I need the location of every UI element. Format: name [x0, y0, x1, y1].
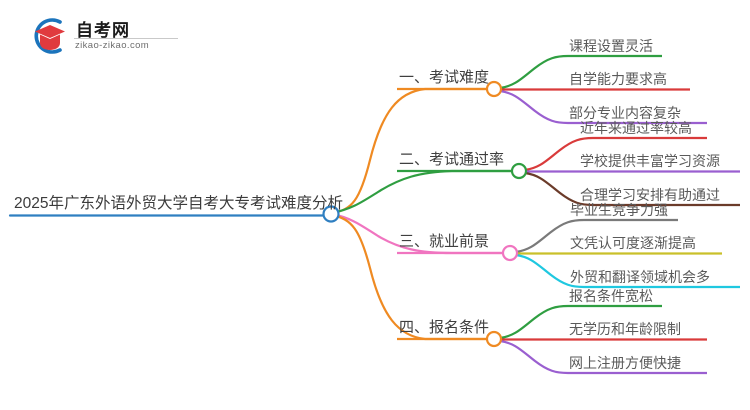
root-node-label[interactable]: 2025年广东外语外贸大学自考大专考试难度分析 [14, 195, 343, 212]
leaf-node-label-3-1[interactable]: 毕业生竞争力强 [570, 202, 668, 218]
connector-leaf-3-1 [515, 218, 678, 254]
leaf-node-label-4-1[interactable]: 报名条件宽松 [569, 288, 653, 304]
root-node-circle[interactable] [322, 205, 340, 223]
leaf-node-label-4-2[interactable]: 无学历和年龄限制 [569, 321, 681, 337]
leaf-node-label-2-3[interactable]: 合理学习安排有助通过 [580, 187, 720, 203]
leaf-node-label-2-1[interactable]: 近年来通过率较高 [580, 120, 692, 136]
connector-leaf-2-3 [524, 171, 740, 207]
site-logo[interactable]: 自考网 zikao-zikao.com [28, 12, 178, 60]
branch-node-label-4[interactable]: 四、报名条件 [399, 319, 490, 336]
connector-branch-2 [331, 169, 512, 215]
branch-node-label-2[interactable]: 二、考试通过率 [399, 151, 505, 168]
branch-4-node-circle[interactable] [485, 330, 503, 348]
connector-leaf-4-1 [499, 304, 662, 340]
branch-2-node-circle[interactable] [510, 162, 528, 180]
connector-leaf-3-3 [515, 253, 740, 289]
leaf-node-label-2-2[interactable]: 学校提供丰富学习资源 [580, 153, 720, 169]
branch-node-label-3[interactable]: 三、就业前景 [399, 233, 490, 250]
connector-branch-1 [331, 87, 487, 215]
leaf-node-label-1-3[interactable]: 部分专业内容复杂 [569, 105, 681, 121]
connector-leaf-1-1 [499, 54, 662, 90]
leaf-node-label-3-3[interactable]: 外贸和翻译领域机会多 [570, 269, 710, 285]
leaf-node-label-4-3[interactable]: 网上注册方便快捷 [569, 355, 681, 371]
branch-3-node-circle[interactable] [501, 244, 519, 262]
graduation-cap-icon [34, 18, 65, 54]
connector-branch-4 [331, 213, 487, 341]
leaf-node-label-1-2[interactable]: 自学能力要求高 [569, 71, 667, 87]
logo-divider [74, 38, 178, 39]
connector-leaf-2-1 [524, 136, 707, 172]
branch-1-node-circle[interactable] [485, 80, 503, 98]
logo-name-cn: 自考网 [76, 21, 130, 40]
logo-url: zikao-zikao.com [75, 40, 150, 51]
connector-leaf-1-3 [499, 89, 707, 125]
connector-leaf-4-3 [499, 339, 707, 375]
leaf-node-label-3-2[interactable]: 文凭认可度逐渐提高 [570, 235, 696, 251]
branch-node-label-1[interactable]: 一、考试难度 [399, 69, 490, 86]
leaf-node-label-1-1[interactable]: 课程设置灵活 [569, 38, 653, 54]
